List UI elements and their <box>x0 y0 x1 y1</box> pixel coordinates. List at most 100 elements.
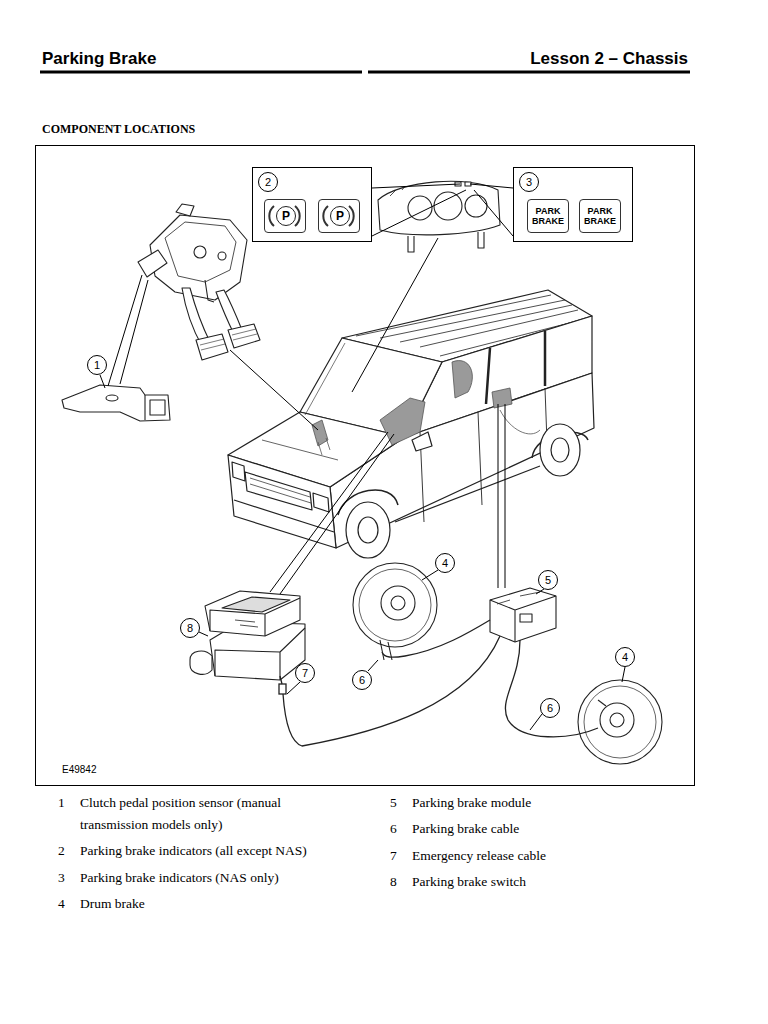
vehicle-outline <box>346 502 390 558</box>
drum-brake <box>598 700 606 706</box>
pedal-box <box>138 250 167 277</box>
parking-brake-module <box>520 614 532 622</box>
key-text: Parking brake indicators (NAS only) <box>80 867 370 889</box>
callout-number: 1 <box>87 355 107 375</box>
leader-line <box>372 184 460 188</box>
pedal-box <box>138 204 260 360</box>
interior-components <box>312 420 328 446</box>
vehicle-outline <box>395 466 540 522</box>
vehicle-outline <box>228 455 336 548</box>
pedal-box <box>218 252 226 260</box>
instrument-cluster <box>434 192 462 220</box>
vehicle-outline <box>228 290 594 558</box>
pedal-box <box>196 334 228 360</box>
lamp-bracket <box>323 206 353 226</box>
vehicle-outline <box>305 343 345 415</box>
leader-line <box>100 375 105 388</box>
key-text: Drum brake <box>80 893 370 915</box>
leader-line <box>199 632 208 636</box>
key-text: Emergency release cable <box>412 845 702 867</box>
clutch-sensor <box>62 385 170 421</box>
parking-brake-switch <box>235 620 258 627</box>
leader-line <box>536 589 544 594</box>
pedal-box <box>176 204 194 216</box>
brake-cables <box>280 676 282 684</box>
callout-number: 4 <box>435 553 455 573</box>
key-number: 6 <box>390 818 410 840</box>
instrument-cluster <box>408 232 484 252</box>
figure-code: E49842 <box>62 764 96 775</box>
vehicle-outline <box>313 493 329 512</box>
leader-line <box>474 190 513 236</box>
key-number: 8 <box>390 871 410 893</box>
clutch-sensor <box>145 395 165 420</box>
pedal-box <box>232 329 257 340</box>
callout-number: 3 <box>519 172 539 192</box>
pedal-box <box>200 339 225 350</box>
callout-number: 8 <box>180 618 200 638</box>
drum-brake <box>381 586 415 620</box>
vehicle-outline <box>262 440 338 460</box>
pedal-box <box>205 280 214 302</box>
brake-cables <box>279 620 598 746</box>
warning-lamp: P <box>318 199 360 233</box>
page-title: Parking Brake <box>42 49 156 69</box>
key-number: 1 <box>58 792 78 814</box>
parking-brake-module <box>490 588 556 642</box>
leader-line <box>505 404 506 588</box>
leader-line <box>422 570 438 580</box>
figure-frame <box>36 146 695 786</box>
warning-lamp: PARK BRAKE <box>527 199 569 233</box>
interior-components <box>500 410 540 434</box>
drum-brake <box>600 703 634 737</box>
brake-cables <box>283 636 500 746</box>
vehicle-outline <box>234 500 334 532</box>
instrument-cluster <box>378 181 500 235</box>
header-rule <box>40 71 362 74</box>
leader-line <box>372 190 466 236</box>
vehicle-outline <box>412 432 432 451</box>
vehicle-outline <box>358 517 378 543</box>
inset-box: 2PP <box>252 167 372 242</box>
parking-brake-switch <box>190 651 212 674</box>
lamp-text: PARK BRAKE <box>531 206 565 226</box>
leader-line <box>498 404 499 588</box>
vehicle-outline <box>551 438 569 462</box>
drum-brake <box>359 569 431 641</box>
pedal-box <box>228 324 260 348</box>
callout-number: 6 <box>540 698 560 718</box>
interior-components <box>380 398 425 445</box>
vehicle-outline <box>420 388 548 522</box>
brake-cables <box>279 684 286 694</box>
instrument-cluster <box>465 195 487 217</box>
parking-brake-switch <box>190 591 305 680</box>
vehicle-outline <box>245 472 312 510</box>
vehicle-outline <box>540 424 580 476</box>
brake-cables <box>505 640 598 737</box>
key-number: 3 <box>58 867 78 889</box>
vehicle-outline <box>250 478 311 503</box>
pedal-box <box>194 246 206 258</box>
leader-line <box>270 432 388 592</box>
leader-line <box>230 350 318 430</box>
callout-number: 5 <box>538 570 558 590</box>
callout-number: 4 <box>615 647 635 667</box>
drum-brake <box>584 686 656 758</box>
callout-number: 7 <box>295 663 315 683</box>
inset-box: 3PARK BRAKE PARK BRAKE <box>513 167 633 242</box>
callout-number: 6 <box>352 670 372 690</box>
clutch-sensor <box>62 385 170 421</box>
lesson-heading: Lesson 2 – Chassis <box>430 49 688 69</box>
drum-brake <box>353 563 437 647</box>
interior-components <box>318 438 330 455</box>
drum-brake <box>610 713 624 727</box>
key-number: 2 <box>58 840 78 862</box>
key-number: 7 <box>390 845 410 867</box>
drum-brake <box>391 596 405 610</box>
lamp-text: PARK BRAKE <box>583 206 617 226</box>
parking-brake-switch <box>210 598 300 636</box>
leader-line <box>530 714 542 730</box>
instrument-cluster <box>378 181 500 252</box>
leader-line <box>108 275 142 386</box>
leader-line <box>287 682 300 694</box>
